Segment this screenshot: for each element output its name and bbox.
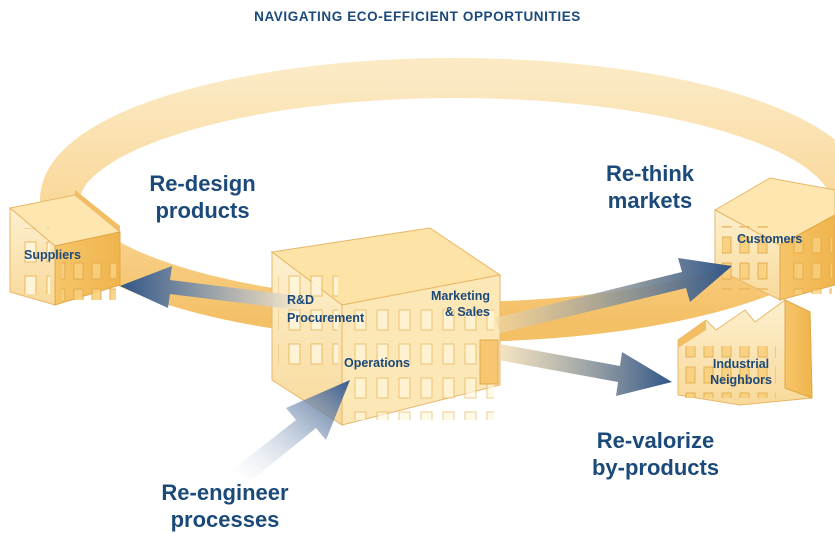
rethink-line-2: markets <box>607 188 693 213</box>
procurement-label: Procurement <box>287 311 365 325</box>
revalorize-line-1: Re-valorize <box>596 428 715 453</box>
revalorize-arrow <box>498 344 672 396</box>
suppliers-label: Suppliers <box>24 248 81 262</box>
industrial-neighbors-building <box>677 299 813 406</box>
operations-label: Operations <box>344 356 410 370</box>
marketing-line-1: Marketing <box>430 289 490 303</box>
industrial-neighbors-label: Industrial Neighbors <box>698 356 784 388</box>
marketing-line-2: & Sales <box>444 305 490 319</box>
company-building <box>270 227 502 426</box>
redesign-line-2: products <box>155 198 250 223</box>
customers-label: Customers <box>737 232 803 246</box>
rethink-arrow <box>495 258 732 333</box>
reengineer-arrow <box>232 380 350 480</box>
diagram-title: NAVIGATING ECO-EFFICIENT OPPORTUNITIES <box>254 9 581 24</box>
marketing-sales-label: Marketing & Sales <box>398 288 490 320</box>
redesign-arrow <box>120 266 300 310</box>
suppliers-building <box>8 190 122 306</box>
reengineer-line-2: processes <box>170 507 280 532</box>
rd-label: R&D <box>287 293 315 307</box>
customers-building <box>713 177 835 301</box>
reengineer-label: Re-engineer processes <box>135 479 315 533</box>
rethink-label: Re-think markets <box>580 160 720 214</box>
industrial-neighbors-line-1: Industrial <box>712 357 770 371</box>
revalorize-line-2: by-products <box>591 455 720 480</box>
industrial-neighbors-line-2: Neighbors <box>710 373 772 387</box>
revalorize-label: Re-valorize by-products <box>563 427 748 481</box>
rethink-line-1: Re-think <box>606 161 694 186</box>
reengineer-line-1: Re-engineer <box>161 480 289 505</box>
redesign-line-1: Re-design <box>149 171 256 196</box>
redesign-label: Re-design products <box>130 170 275 224</box>
